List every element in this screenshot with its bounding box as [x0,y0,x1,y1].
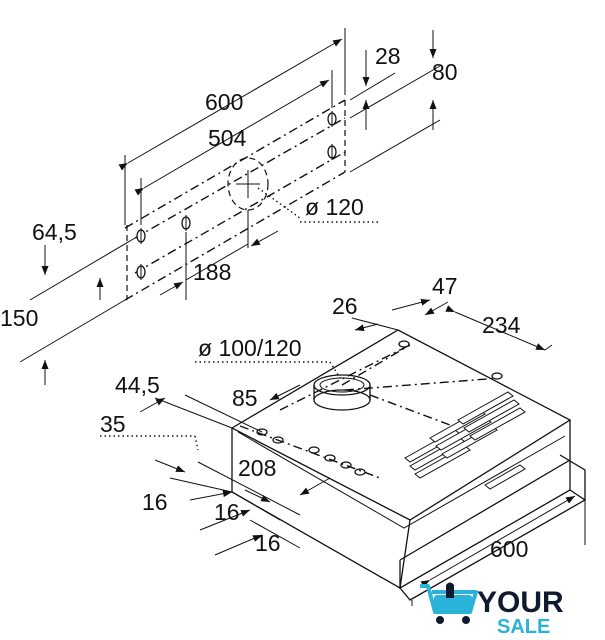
dim-80: 80 [432,59,458,85]
dim-duct-diameter-hood: ø 100/120 [198,335,302,361]
duct-outlet [313,374,371,411]
dim-600-top: 600 [205,89,243,115]
dim-28: 28 [375,43,401,69]
dim-47: 47 [432,273,458,299]
dim-duct-diameter-top: ø 120 [305,194,364,220]
dim-16-b: 16 [214,499,240,525]
dim-44-5: 44,5 [115,372,160,398]
range-hood-body [230,329,587,601]
dim-64-5: 64,5 [32,219,77,245]
dim-35: 35 [100,411,126,437]
dim-188: 188 [193,259,231,285]
wall-template-view: 600 504 28 80 ø 120 64,5 150 [0,28,458,385]
shopping-cart-hand-icon [420,582,478,624]
mounting-hole-left-upper [136,228,146,244]
dim-504: 504 [208,125,247,151]
dim-26: 26 [332,293,358,319]
hood-dimensions: 26 47 234 ø 100/120 44,5 85 35 208 16 16 [100,273,586,606]
mounting-hole-middle [181,215,191,231]
dim-150: 150 [0,305,38,331]
hood-hole-pattern [239,340,503,479]
logo-word-your: YOUR [477,586,564,619]
mounting-hole-left-lower [136,264,146,280]
dim-208: 208 [238,455,276,481]
logo-word-sale: SALE [497,616,550,638]
grease-filter-grille [404,391,526,479]
dim-16-a: 16 [142,489,168,515]
dim-16-c: 16 [255,530,281,556]
dim-234: 234 [482,312,521,338]
dim-600-hood: 600 [490,536,528,562]
dim-85: 85 [232,385,258,411]
yoursale-logo: YOUR SALE [420,582,564,638]
